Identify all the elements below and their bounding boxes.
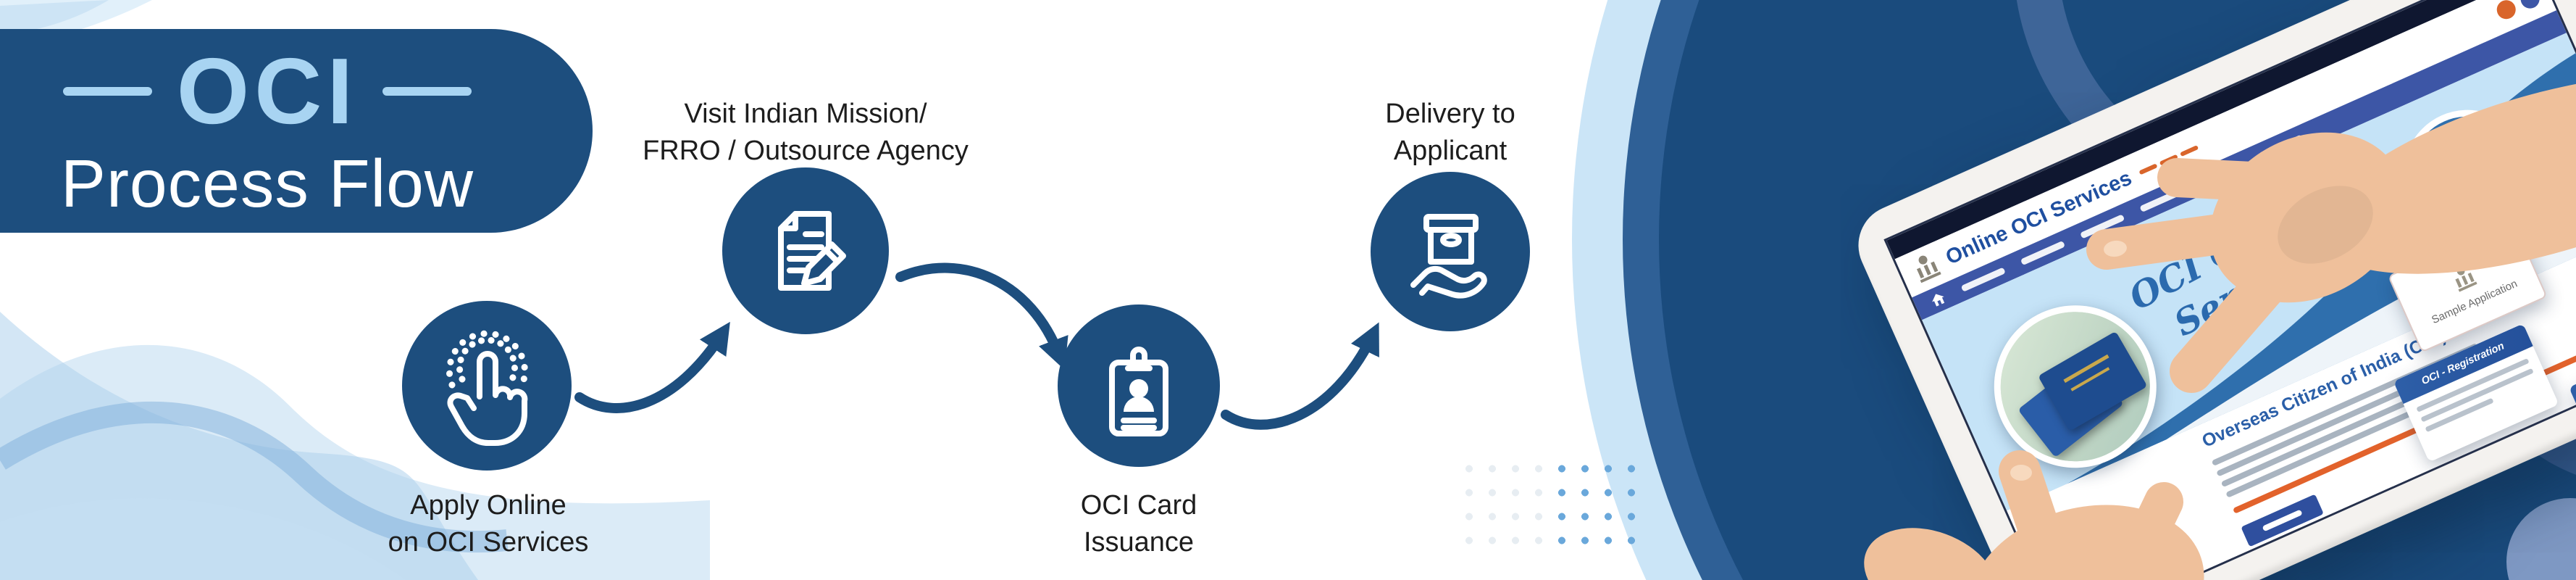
- step-circle-card-issuance: [1058, 304, 1220, 467]
- step-label-line: OCI Card: [1080, 490, 1197, 521]
- step-label-delivery: Delivery to Applicant: [1342, 96, 1559, 170]
- wave-decoration: [0, 312, 710, 580]
- box-hand-icon: [1410, 214, 1487, 299]
- right-middle-finger: [2157, 158, 2301, 202]
- dot-grid-blue: [1550, 457, 1643, 553]
- step-circle-visit-mission: [722, 167, 889, 334]
- step-label-line: on OCI Services: [388, 527, 589, 558]
- right-thumb: [2170, 257, 2293, 393]
- arrow-step2-to-step3: [895, 262, 1069, 370]
- step-label-line: Apply Online: [410, 490, 566, 521]
- step-circle-delivery: [1371, 172, 1530, 331]
- right-forearm: [2318, 74, 2576, 274]
- step-label-line: FRRO / Outsource Agency: [643, 136, 969, 167]
- card-sample-application: Sample Application: [2387, 220, 2548, 353]
- emblem-icon: [2455, 267, 2477, 292]
- id-card-icon: [1109, 347, 1168, 436]
- arrow-step3-to-step4: [1221, 322, 1379, 430]
- dot-grid-faint: [1458, 457, 1550, 553]
- title-line: OCI: [62, 38, 472, 144]
- site-header: Online OCI Services: [1894, 0, 2557, 298]
- step-label-line: Applicant: [1393, 136, 1507, 167]
- small-light-circle-decoration: [2506, 498, 2576, 580]
- document-pencil-icon: [778, 211, 846, 291]
- step-label-line: Visit Indian Mission/: [684, 99, 927, 129]
- step-label-line: Delivery to: [1385, 99, 1515, 129]
- left-thumb: [1999, 450, 2075, 580]
- right-index-finger: [2086, 204, 2309, 270]
- tap-click-icon: [446, 330, 528, 446]
- step-circle-apply-online: [402, 301, 572, 471]
- title-dash-right: [382, 87, 472, 96]
- fingernail: [2010, 465, 2032, 481]
- step-label-apply-online: Apply Online on OCI Services: [343, 487, 633, 562]
- title-dash-left: [62, 87, 152, 96]
- left-hand-edge: [1864, 528, 1997, 580]
- site-navbar: [1912, 10, 2567, 320]
- palm-shading: [2278, 186, 2373, 264]
- step-label-line: Issuance: [1083, 527, 1195, 558]
- title-block: OCI Process Flow: [0, 29, 593, 233]
- step-label-card-issuance: OCI Card Issuance: [1030, 487, 1247, 562]
- home-icon: [1932, 294, 1945, 307]
- step-label-visit-mission: Visit Indian Mission/ FRRO / Outsource A…: [603, 96, 1008, 170]
- page-title: Process Flow: [60, 145, 474, 221]
- hands-photo: [1864, 74, 2576, 580]
- india-emblem-icon: [1916, 255, 1941, 283]
- left-index-finger: [2110, 482, 2183, 580]
- brand-text: OCI: [176, 38, 359, 144]
- fingernail: [2104, 240, 2127, 257]
